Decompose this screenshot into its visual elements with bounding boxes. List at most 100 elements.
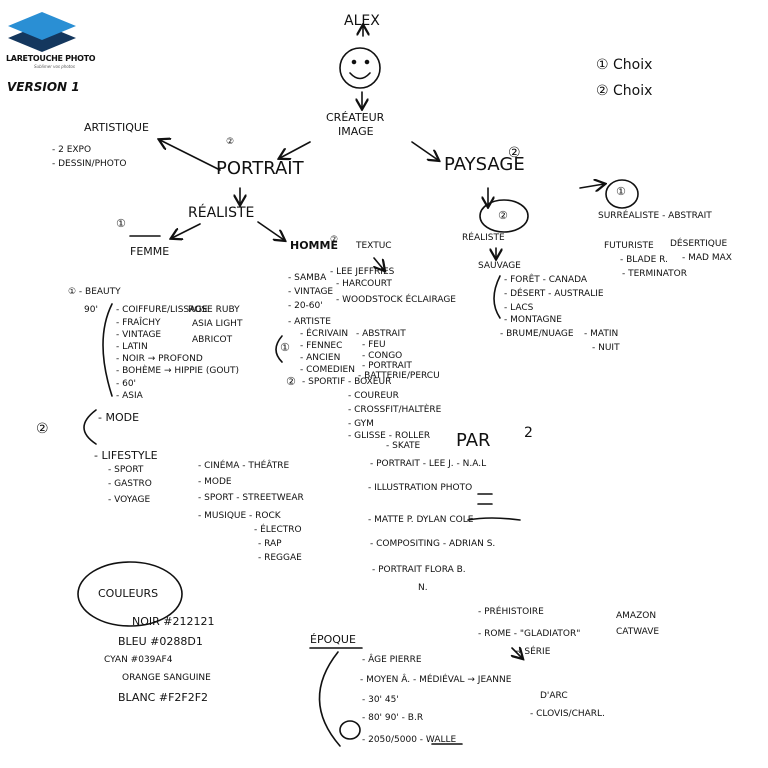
homme-side-woodstock: - WOODSTOCK ÉCLAIRAGE	[336, 295, 456, 305]
futuriste-item-1: - BLADE R.	[620, 255, 668, 265]
paysage-item-4: - MONTAGNE	[504, 315, 562, 325]
version-label: VERSION 1	[7, 80, 80, 94]
paysage-item-1: - FORÊT - CANADA	[504, 275, 588, 285]
femme-item-6: - BOHÈME → HIPPIE (GOUT)	[116, 366, 240, 376]
homme-item-1: - SAMBA	[288, 273, 327, 283]
artistique-title: ARTISTIQUE	[84, 121, 149, 134]
portrait-realiste: RÉALISTE	[188, 205, 255, 221]
paysage-item-3: - LACS	[504, 303, 534, 313]
sport-side-5: - GLISSE - ROLLER	[348, 431, 431, 441]
homme-textuc: TEXTUC	[356, 241, 392, 251]
portrait-choice-num: ②	[226, 137, 235, 147]
par-item-3: - MATTE P. DYLAN COLE	[368, 515, 474, 525]
musique-item-3: - REGGAE	[258, 553, 302, 563]
femme-title: FEMME	[130, 245, 170, 258]
legend-choice-1: ① Choix	[596, 57, 653, 73]
epoque-item-3: D'ARC	[540, 691, 568, 701]
cinema-item-4: - MUSIQUE - ROCK	[198, 511, 281, 521]
homme-group1-side-2: - FEU	[362, 340, 386, 350]
homme-group2-num: ②	[286, 375, 296, 388]
homme-group1-item-3: - ANCIEN	[300, 353, 341, 363]
mode-label: - MODE	[98, 411, 140, 424]
couleur-blanc: BLANC #F2F2F2	[118, 691, 209, 704]
epoque-item-2: - MOYEN Â. - MÉDIÉVAL → JEANNE	[360, 675, 512, 685]
epoque-catwave: CATWAVE	[616, 627, 660, 637]
homme-sportif: - SPORTIF	[302, 377, 346, 387]
homme-group1-item-2: - FENNEC	[300, 341, 343, 351]
couleur-bleu: BLEU #0288D1	[118, 635, 203, 648]
artistique-item-2: - DESSIN/PHOTO	[52, 159, 127, 169]
cinema-item-2: - MODE	[198, 477, 232, 487]
logo-diamond-icon	[8, 12, 76, 52]
sport-side-2: - COUREUR	[348, 391, 399, 401]
homme-group1-num: ①	[280, 341, 290, 354]
artistique-item-1: - 2 EXPO	[52, 145, 92, 155]
couleur-orange: ORANGE SANGUINE	[122, 673, 211, 683]
par-num: 2	[524, 425, 533, 441]
homme-group1-side-5: - BATTERIE/PERCU	[358, 371, 440, 381]
femme-item-2: - FRAÎCHY	[116, 318, 161, 328]
epoque-item-6: - CLOVIS/CHARL.	[530, 709, 605, 719]
femme-side-3: ABRICOT	[192, 335, 233, 345]
epoque-item-7: - 2050/5000 - WALLE	[362, 735, 457, 745]
brand-tagline: Sublimer vos photos	[34, 64, 75, 69]
paysage-sauvage: SAUVAGE	[478, 261, 521, 271]
desertique-label: DÉSERTIQUE	[670, 239, 728, 249]
homme-side-harcourt: - HARCOURT	[336, 279, 392, 289]
femme-item-8: - ASIA	[116, 391, 143, 401]
paysage-item-5: - BRUME/NUAGE	[500, 329, 574, 339]
root-name: ALEX	[344, 13, 380, 29]
homme-title: HOMME	[290, 239, 338, 252]
sport-side-1: - BOXEUR	[348, 377, 392, 387]
homme-item-3: - 20-60'	[288, 301, 323, 311]
sport-side-6: - SKATE	[386, 441, 421, 451]
homme-item-4: - ARTISTE	[288, 317, 331, 327]
par-title: PAR	[456, 430, 491, 451]
homme-group1-side-3: - CONGO	[362, 351, 403, 361]
paysage-realiste-num: ②	[498, 209, 508, 222]
lifestyle-label: - LIFESTYLE	[94, 449, 158, 462]
surreal-num: ①	[616, 185, 626, 198]
femme-side-1: ROSE RUBY	[188, 305, 240, 315]
homme-group1-item-1: - ÉCRIVAIN	[300, 329, 349, 339]
couleur-noir: NOIR #212121	[132, 615, 215, 628]
paysage-realiste: RÉALISTE	[462, 233, 505, 243]
cinema-item-1: - CINÉMA - THÉÂTRE	[198, 461, 290, 471]
musique-item-2: - RAP	[258, 539, 282, 549]
femme-item-5: - NOIR → PROFOND	[116, 354, 203, 364]
homme-group1-side-1: - ABSTRAIT	[356, 329, 406, 339]
musique-item-1: - ÉLECTRO	[254, 525, 302, 535]
surreal-label: SURRÉALISTE - ABSTRAIT	[598, 211, 712, 221]
couleur-cyan: CYAN #039AF4	[104, 655, 173, 665]
paysage-num: ②	[508, 145, 521, 161]
epoque-item-4: - 30' 45'	[362, 695, 399, 705]
legend-choice-2: ② Choix	[596, 83, 653, 99]
desertique-item-1: - MAD MAX	[682, 253, 732, 263]
femme-item-1: - COIFFURE/LISSAGE	[116, 305, 208, 315]
brand-logo	[6, 10, 78, 70]
femme-item-7: - 60'	[116, 379, 137, 389]
femme-nineties: 90'	[84, 305, 98, 315]
futuriste-item-2: - TERMINATOR	[622, 269, 687, 279]
lifestyle-gastro: - GASTRO	[108, 479, 152, 489]
par-item-5: - PORTRAIT FLORA B.	[372, 565, 466, 575]
paysage-title: PAYSAGE	[444, 154, 525, 175]
brume-side-2: - NUIT	[592, 343, 620, 353]
epoque-prehistoire: - PRÉHISTOIRE	[478, 607, 544, 617]
par-item-4: - COMPOSITING - ADRIAN S.	[370, 539, 496, 549]
sport-side-3: - CROSSFIT/HALTÈRE	[348, 405, 442, 415]
homme-group1-side-4: - PORTRAIT	[362, 361, 412, 371]
lifestyle-sport: - SPORT	[108, 465, 144, 475]
lifestyle-voyage: - VOYAGE	[108, 495, 151, 505]
root-title-line1: CRÉATEUR	[326, 111, 385, 124]
sport-side-4: - GYM	[348, 419, 374, 429]
epoque-amazon: AMAZON	[616, 611, 657, 621]
femme-item-4: - LATIN	[116, 342, 148, 352]
epoque-item-1: - ÂGE PIERRE	[362, 655, 422, 665]
homme-item-2: - VINTAGE	[288, 287, 334, 297]
femme-item-3: - VINTAGE	[116, 330, 162, 340]
root-title-line2: IMAGE	[338, 125, 374, 138]
mode-num: ②	[36, 421, 49, 437]
cinema-item-3: - SPORT - STREETWEAR	[198, 493, 304, 503]
couleurs-title: COULEURS	[98, 587, 159, 600]
